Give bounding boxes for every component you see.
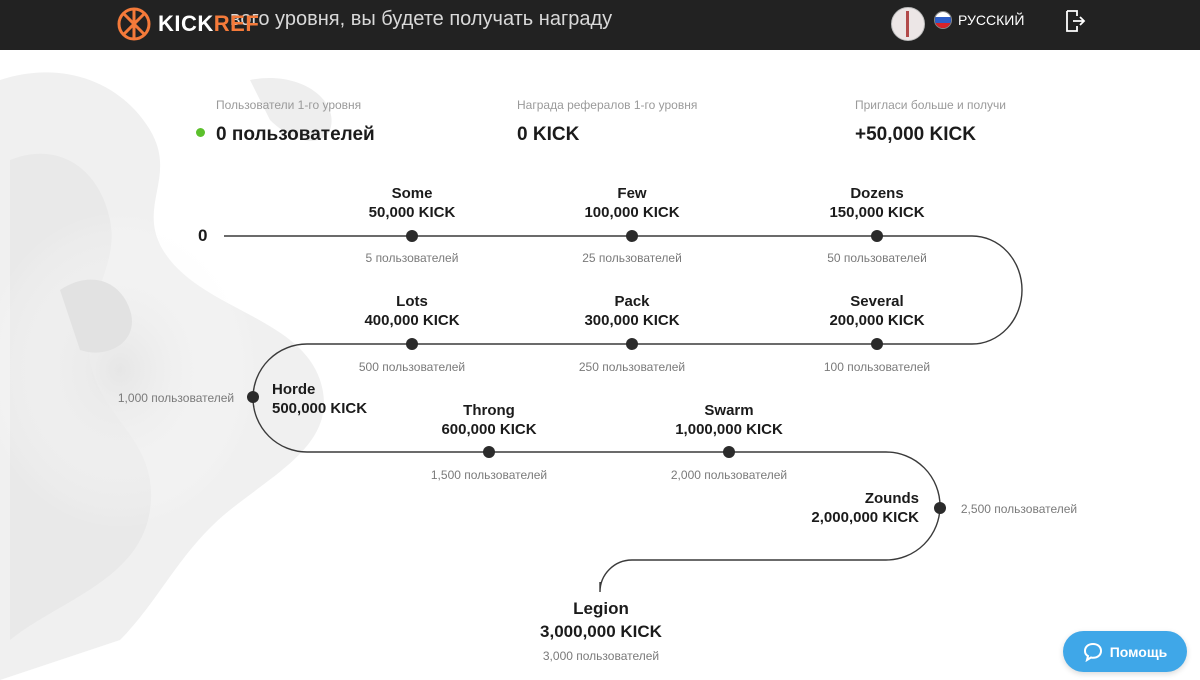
level-few: Few 100,000 KICK <box>584 185 680 221</box>
level-few-marker <box>626 230 638 242</box>
level-pack: Pack 300,000 KICK <box>584 293 680 329</box>
header-behind-text: вого уровня, вы будете получать награду <box>230 8 613 30</box>
timeline-start-zero: 0 <box>198 226 208 245</box>
level-some-users: 5 пользователей <box>365 251 459 265</box>
level-throng-users: 1,500 пользователей <box>430 468 548 482</box>
language-selector[interactable]: РУССКИЙ <box>934 11 1024 29</box>
level-legion: Legion 3,000,000 KICK <box>540 599 662 641</box>
stat-label-invite-more: Пригласи больше и получи <box>855 98 1006 112</box>
level-pack-users: 250 пользователей <box>578 360 686 374</box>
help-button-label: Помощь <box>1109 643 1168 660</box>
level-lots-users: 500 пользователей <box>358 360 466 374</box>
level-pack-marker <box>626 338 638 350</box>
level-several: Several 200,000 KICK <box>829 293 925 329</box>
logout-icon[interactable] <box>1064 9 1086 33</box>
level-some: Some 50,000 KICK <box>368 185 456 221</box>
level-swarm-users: 2,000 пользователей <box>670 468 788 482</box>
user-avatar[interactable] <box>891 7 925 41</box>
level-legion-users: 3,000 пользователей <box>542 649 660 663</box>
chat-bubble-icon <box>1083 642 1102 662</box>
help-button[interactable]: Помощь <box>1063 631 1187 672</box>
online-status-dot <box>196 128 205 137</box>
level-dozens-users: 50 пользователей <box>827 251 927 265</box>
level-throng: Throng 600,000 KICK <box>441 402 537 438</box>
level-lots: Lots 400,000 KICK <box>364 293 460 329</box>
stat-value-level1-reward: 0 KICK <box>517 124 580 145</box>
top-header: вого уровня, вы будете получать награду … <box>0 0 1200 50</box>
level-horde-users: 1,000 пользователей <box>117 391 235 405</box>
language-label: РУССКИЙ <box>958 12 1025 28</box>
level-lots-marker <box>406 338 418 350</box>
logo-text-ref: REF <box>213 11 260 36</box>
stat-label-level1-reward: Награда рефералов 1-го уровня <box>517 98 698 112</box>
level-dozens: Dozens 150,000 KICK <box>829 185 925 221</box>
stat-value-level1-users: 0 пользователей <box>216 124 375 145</box>
kickref-logo[interactable]: KICKREF <box>116 6 259 42</box>
level-few-users: 25 пользователей <box>582 251 682 265</box>
level-horde: Horde 500,000 KICK <box>272 381 368 417</box>
stat-value-invite-more: +50,000 KICK <box>855 124 976 145</box>
russia-flag-icon <box>934 11 952 29</box>
logo-text-kick: KICK <box>158 11 214 36</box>
level-several-users: 100 пользователей <box>823 360 931 374</box>
level-zounds-users: 2,500 пользователей <box>960 502 1078 516</box>
level-dozens-marker <box>871 230 883 242</box>
level-zounds: Zounds 2,000,000 KICK <box>811 490 919 526</box>
stat-label-level1-users: Пользователи 1-го уровня <box>216 98 362 112</box>
level-horde-marker <box>247 391 259 403</box>
level-throng-marker <box>483 446 495 458</box>
background-statue-image <box>0 72 332 680</box>
kickref-wheel-icon <box>117 7 151 41</box>
level-several-marker <box>871 338 883 350</box>
level-swarm-marker <box>723 446 735 458</box>
level-zounds-marker <box>934 502 946 514</box>
level-swarm: Swarm 1,000,000 KICK <box>675 402 783 438</box>
level-some-marker <box>406 230 418 242</box>
